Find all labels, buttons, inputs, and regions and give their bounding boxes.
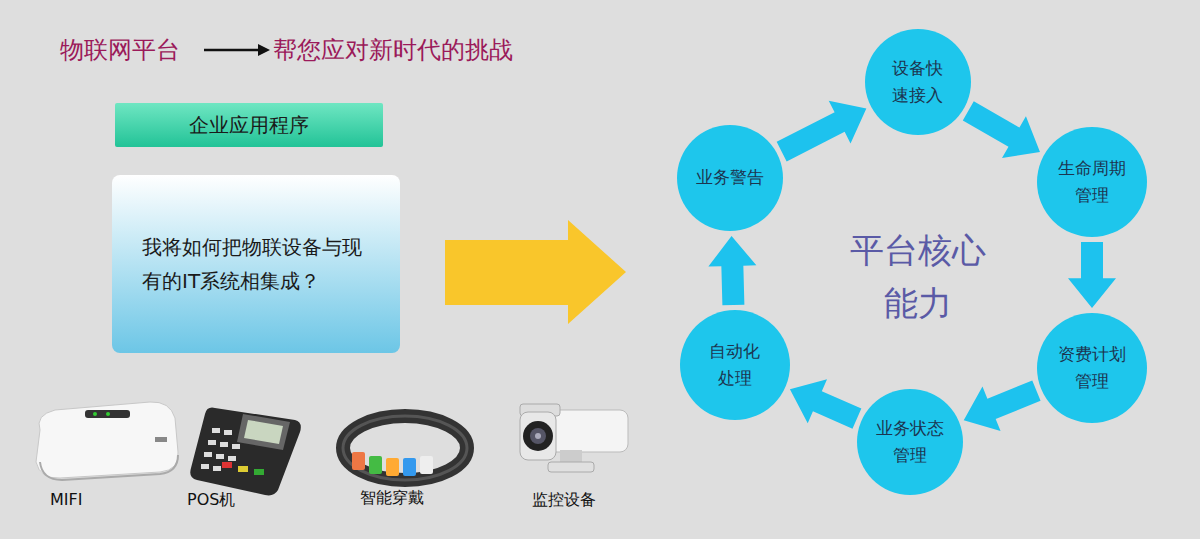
node-outline <box>112 175 400 353</box>
node-text: 业务警告 <box>694 164 765 191</box>
node-outline <box>1037 313 1147 423</box>
smart-band <box>343 416 467 480</box>
title-subtext: 帮您应对新时代的挑战 <box>273 34 513 66</box>
capability-circle: 生命周期管理 <box>1037 127 1147 237</box>
surveillance-camera <box>520 404 628 472</box>
cycle-arrow <box>1068 242 1116 308</box>
capability-circle: 业务状态管理 <box>857 389 963 495</box>
cycle-arrow <box>777 101 867 162</box>
node-outline <box>680 310 790 420</box>
cycle-arrow <box>964 380 1041 431</box>
node-text: 设备快速接入 <box>891 55 945 109</box>
node-text: 业务状态管理 <box>874 415 945 469</box>
pos-terminal <box>190 408 301 496</box>
node-text: 我将如何把物联设备与现有的IT系统相集成？ <box>142 230 372 298</box>
header-band: 企业应用程序 <box>115 103 383 147</box>
node-text: 企业应用程序 <box>189 112 309 139</box>
node-text: 自动化处理 <box>708 338 762 392</box>
cycle-arrow <box>963 101 1040 158</box>
node-outline <box>857 389 963 495</box>
question-box: 我将如何把物联设备与现有的IT系统相集成？ <box>112 175 400 353</box>
capability-circle: 自动化处理 <box>680 310 790 420</box>
diagram-title: 物联网平台 <box>60 34 180 66</box>
device-caption: 监控设备 <box>532 490 596 511</box>
capability-circle: 资费计划管理 <box>1037 313 1147 423</box>
title-arrow <box>204 44 270 56</box>
device-caption: MIFI <box>50 490 82 509</box>
node-text: 资费计划管理 <box>1056 341 1127 395</box>
device-caption: 智能穿戴 <box>360 488 424 509</box>
mifi-device <box>36 402 178 480</box>
center-label: 平台核心能力 <box>843 224 993 329</box>
node-outline <box>865 29 971 135</box>
node-text: 生命周期管理 <box>1056 155 1127 209</box>
device-caption: POS机 <box>187 490 235 511</box>
node-outline <box>1037 127 1147 237</box>
yellow-arrow <box>445 220 626 324</box>
cycle-arrow <box>708 236 756 305</box>
capability-circle: 业务警告 <box>677 125 783 231</box>
cycle-arrow <box>790 379 861 428</box>
capability-circle: 设备快速接入 <box>865 29 971 135</box>
